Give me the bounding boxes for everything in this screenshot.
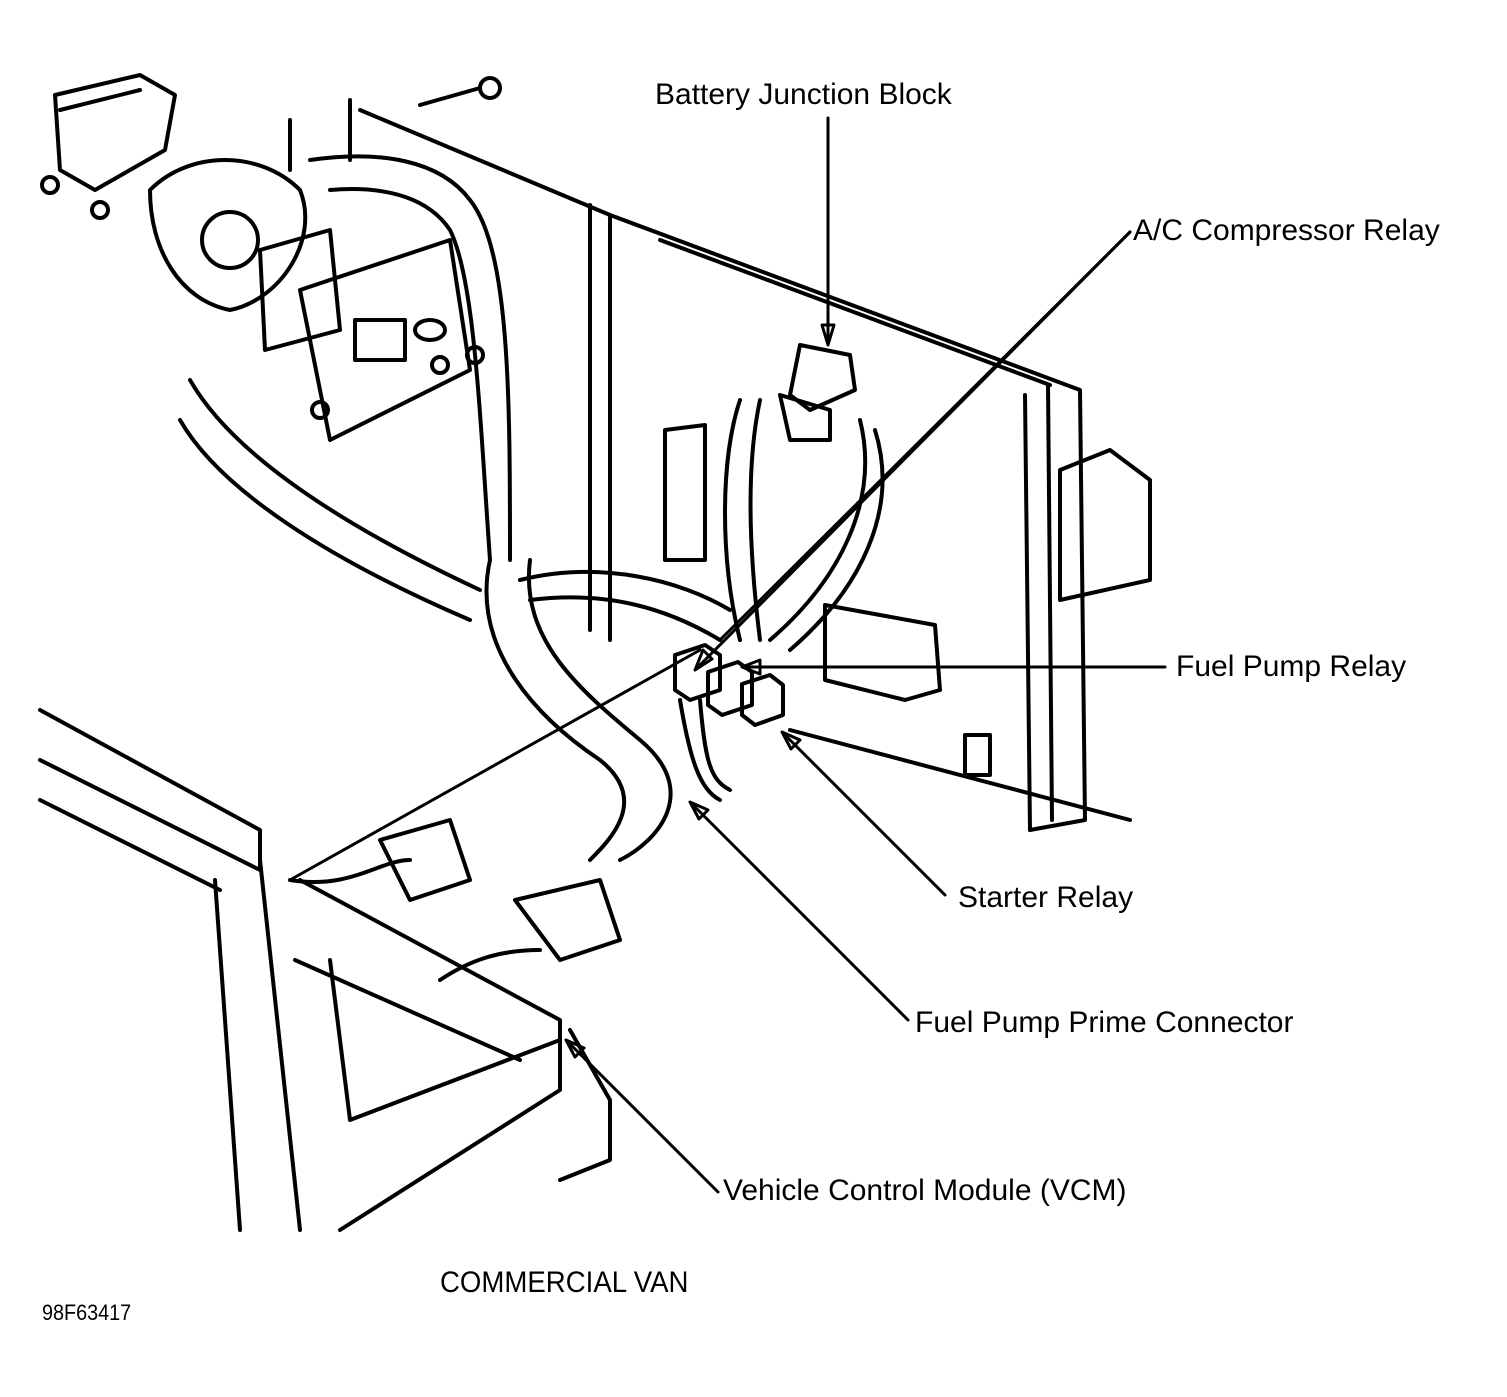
callout-battery-junction-block: Battery Junction Block	[655, 78, 952, 111]
wiring-harness	[178, 154, 885, 862]
leader-starter-relay	[783, 733, 947, 897]
figure-caption: COMMERCIAL VAN	[440, 1266, 689, 1299]
callout-starter-relay: Starter Relay	[958, 881, 1134, 914]
leader-fuel-pump-prime-connector	[690, 802, 910, 1022]
callout-fuel-pump-relay: Fuel Pump Relay	[1176, 650, 1407, 683]
master-cylinder	[40, 73, 502, 442]
callout-fuel-pump-prime-connector: Fuel Pump Prime Connector	[915, 1006, 1294, 1039]
battery-junction-block-part	[778, 343, 857, 442]
leader-vcm	[566, 1040, 720, 1194]
relay-cluster	[663, 423, 1152, 727]
figure-id: 98F63417	[42, 1300, 132, 1325]
vcm-part	[38, 708, 622, 1232]
callout-vcm: Vehicle Control Module (VCM)	[723, 1174, 1127, 1207]
callout-ac-compressor-relay: A/C Compressor Relay	[1133, 214, 1440, 247]
panel-outline	[358, 108, 1132, 832]
leader-lines	[288, 116, 1167, 1194]
